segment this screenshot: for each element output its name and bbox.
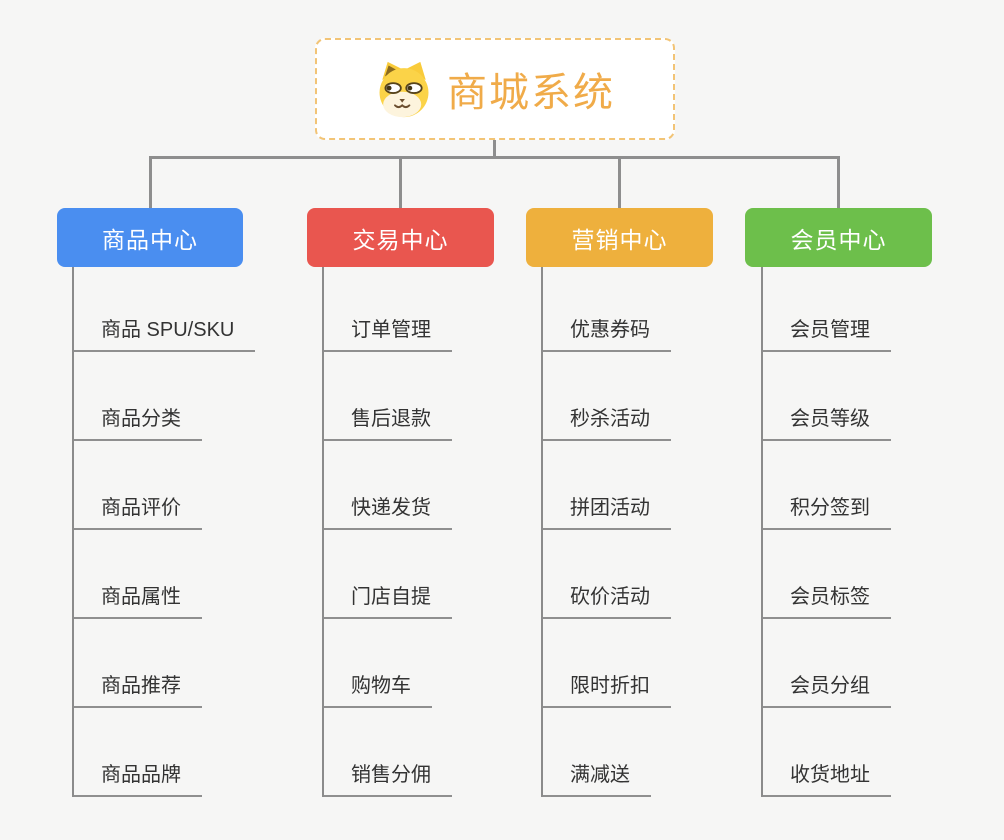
child-node[interactable]: 会员等级 [763, 402, 891, 441]
child-node[interactable]: 商品推荐 [74, 669, 202, 708]
child-row: 商品评价 [74, 441, 255, 530]
child-row: 限时折扣 [543, 619, 671, 708]
child-node[interactable]: 会员标签 [763, 580, 891, 619]
child-row: 销售分佣 [324, 708, 452, 797]
root-node-mall-system[interactable]: 商城系统 [315, 38, 675, 140]
child-row: 商品推荐 [74, 619, 255, 708]
child-node[interactable]: 售后退款 [324, 402, 452, 441]
child-node[interactable]: 优惠券码 [543, 313, 671, 352]
child-node[interactable]: 收货地址 [763, 758, 891, 797]
child-row: 收货地址 [763, 708, 891, 797]
branch-label: 交易中心 [352, 226, 449, 253]
child-node[interactable]: 满减送 [543, 758, 651, 797]
child-row: 快递发货 [324, 441, 452, 530]
child-node[interactable]: 会员管理 [763, 313, 891, 352]
branch-node-marketing-center[interactable]: 营销中心 [526, 208, 713, 267]
branch-drop-line [149, 156, 152, 208]
child-node[interactable]: 积分签到 [763, 491, 891, 530]
child-row: 砍价活动 [543, 530, 671, 619]
child-row: 会员等级 [763, 352, 891, 441]
dog-icon [379, 61, 429, 118]
child-row: 秒杀活动 [543, 352, 671, 441]
branch-drop-line [837, 156, 840, 208]
child-row: 会员分组 [763, 619, 891, 708]
child-row: 商品分类 [74, 352, 255, 441]
child-node[interactable]: 拼团活动 [543, 491, 671, 530]
branch-children-product: 商品 SPU/SKU 商品分类 商品评价 商品属性 商品推荐 商品品牌 [72, 267, 256, 797]
branch-node-product-center[interactable]: 商品中心 [57, 208, 243, 267]
branch-node-trade-center[interactable]: 交易中心 [307, 208, 494, 267]
branch-children-trade: 订单管理 售后退款 快递发货 门店自提 购物车 销售分佣 [322, 267, 452, 797]
child-row: 订单管理 [324, 267, 452, 352]
child-row: 商品品牌 [74, 708, 255, 797]
child-row: 会员管理 [763, 267, 891, 352]
child-node[interactable]: 商品 SPU/SKU [74, 313, 256, 352]
child-row: 门店自提 [324, 530, 452, 619]
child-node[interactable]: 门店自提 [324, 580, 452, 619]
child-node[interactable]: 会员分组 [763, 669, 891, 708]
child-row: 购物车 [324, 619, 452, 708]
child-node[interactable]: 限时折扣 [543, 669, 671, 708]
branch-children-marketing: 优惠券码 秒杀活动 拼团活动 砍价活动 限时折扣 满减送 [541, 267, 671, 797]
child-node[interactable]: 购物车 [324, 669, 432, 708]
child-node[interactable]: 商品品牌 [74, 758, 202, 797]
child-node[interactable]: 商品属性 [74, 580, 202, 619]
child-row: 商品 SPU/SKU [74, 267, 256, 352]
child-node[interactable]: 销售分佣 [324, 758, 452, 797]
branch-node-member-center[interactable]: 会员中心 [745, 208, 932, 267]
branch-label: 会员中心 [790, 226, 887, 253]
child-row: 商品属性 [74, 530, 255, 619]
root-stem-line [493, 140, 496, 157]
child-row: 优惠券码 [543, 267, 671, 352]
child-node[interactable]: 订单管理 [324, 313, 452, 352]
branch-bus-line [149, 156, 840, 159]
child-node[interactable]: 砍价活动 [543, 580, 671, 619]
child-node[interactable]: 商品分类 [74, 402, 202, 441]
branch-children-member: 会员管理 会员等级 积分签到 会员标签 会员分组 收货地址 [761, 267, 891, 797]
branch-drop-line [618, 156, 621, 208]
child-node[interactable]: 商品评价 [74, 491, 202, 530]
child-row: 满减送 [543, 708, 671, 797]
child-row: 拼团活动 [543, 441, 671, 530]
child-row: 会员标签 [763, 530, 891, 619]
child-row: 积分签到 [763, 441, 891, 530]
branch-label: 商品中心 [102, 226, 198, 253]
branch-drop-line [399, 156, 402, 208]
branch-label: 营销中心 [571, 226, 668, 253]
child-row: 售后退款 [324, 352, 452, 441]
root-title: 商城系统 [447, 71, 615, 115]
child-node[interactable]: 秒杀活动 [543, 402, 671, 441]
child-node[interactable]: 快递发货 [324, 491, 452, 530]
